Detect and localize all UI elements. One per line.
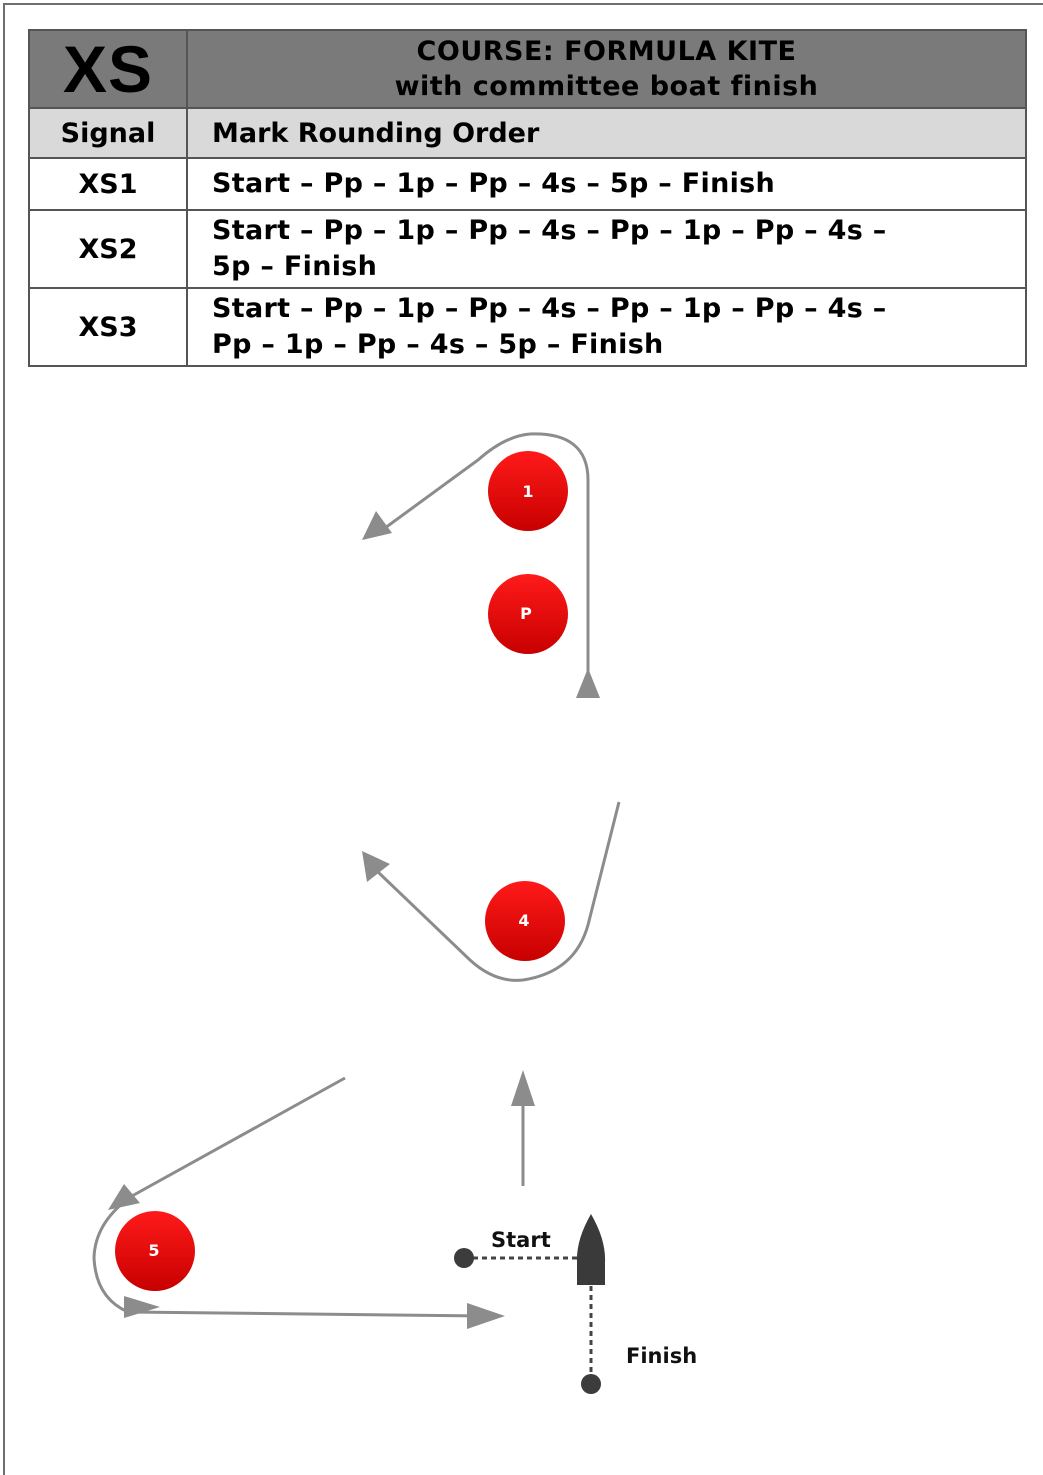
col-header-order: Mark Rounding Order xyxy=(186,107,1027,159)
order-cell: Start – Pp – 1p – Pp – 4s – 5p – Finish xyxy=(186,157,1027,211)
course-header-row: XS COURSE: FORMULA KITE with committee b… xyxy=(28,29,1027,109)
mark-1-label: 1 xyxy=(522,482,533,501)
arrowhead xyxy=(576,668,600,698)
course-code: XS xyxy=(28,29,188,109)
order-cell: Start – Pp – 1p – Pp – 4s – Pp – 1p – Pp… xyxy=(186,287,1027,367)
boat-icon xyxy=(576,1214,606,1285)
course-title-line1: COURSE: FORMULA KITE xyxy=(416,36,797,67)
course-title-line2: with committee boat finish xyxy=(394,71,819,102)
signal-cell: XS2 xyxy=(28,209,188,289)
course-leg-mark-5 xyxy=(92,1076,486,1318)
col-header-signal: Signal xyxy=(28,107,188,159)
arrowhead xyxy=(511,1070,535,1106)
arrowhead xyxy=(362,511,392,540)
column-header-row: Signal Mark Rounding Order xyxy=(28,107,1027,159)
table-row: XS3 Start – Pp – 1p – Pp – 4s – Pp – 1p … xyxy=(28,287,1027,367)
mark-p-label: P xyxy=(520,604,532,623)
mark-5-label: 5 xyxy=(148,1241,159,1260)
table-row: XS1 Start – Pp – 1p – Pp – 4s – 5p – Fin… xyxy=(28,157,1027,211)
arrowhead xyxy=(467,1303,505,1329)
order-line: Start – Pp – 1p – Pp – 4s – Pp – 1p – Pp… xyxy=(212,215,887,246)
signal-cell: XS1 xyxy=(28,157,188,211)
pin-buoy-icon xyxy=(454,1248,474,1268)
course-leg-mark-1 xyxy=(384,432,590,690)
order-line: Start – Pp – 1p – Pp – 4s – Pp – 1p – Pp… xyxy=(212,293,887,324)
finish-label: Finish xyxy=(626,1344,697,1368)
order-line: 5p – Finish xyxy=(212,251,378,282)
mark-p: P xyxy=(488,574,568,654)
table-row: XS2 Start – Pp – 1p – Pp – 4s – Pp – 1p … xyxy=(28,209,1027,289)
start-label: Start xyxy=(491,1228,551,1252)
mark-5: 5 xyxy=(115,1211,195,1291)
mark-4: 4 xyxy=(485,881,565,961)
page-frame xyxy=(3,3,1043,1475)
order-cell: Start – Pp – 1p – Pp – 4s – Pp – 1p – Pp… xyxy=(186,209,1027,289)
arrowhead xyxy=(108,1184,140,1210)
course-table: XS COURSE: FORMULA KITE with committee b… xyxy=(28,29,1027,367)
mark-4-label: 4 xyxy=(518,911,529,930)
arrowhead xyxy=(124,1296,160,1318)
mark-1: 1 xyxy=(488,451,568,531)
course-title: COURSE: FORMULA KITE with committee boat… xyxy=(186,29,1027,109)
signal-cell: XS3 xyxy=(28,287,188,367)
order-line: Start – Pp – 1p – Pp – 4s – 5p – Finish xyxy=(212,168,776,199)
arrowhead xyxy=(362,851,390,882)
pin-buoy-icon xyxy=(581,1374,601,1394)
order-line: Pp – 1p – Pp – 4s – 5p – Finish xyxy=(212,329,664,360)
course-leg-mark-4 xyxy=(376,801,621,982)
